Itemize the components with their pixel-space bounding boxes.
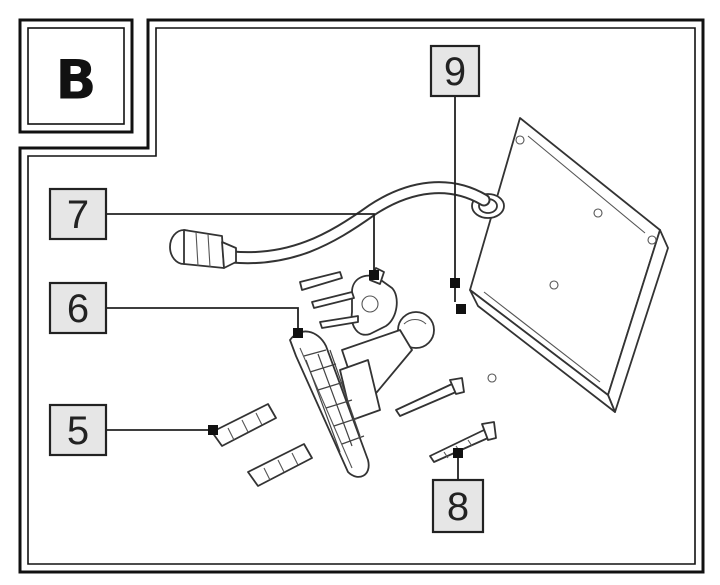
callout-9-number: 9 xyxy=(444,50,466,94)
screw-middle xyxy=(395,377,465,417)
callout-5: 5 xyxy=(48,403,108,457)
wall-plugs xyxy=(211,403,313,487)
wall-screw xyxy=(429,421,497,463)
section-label-text: B xyxy=(55,49,96,112)
leader-5 xyxy=(106,425,218,435)
housing-box xyxy=(469,117,669,413)
mounting-arm xyxy=(339,329,413,421)
callout-8-number: 8 xyxy=(447,485,469,529)
clamp-screws xyxy=(299,271,359,329)
callout-9: 9 xyxy=(429,44,481,98)
callout-7-number: 7 xyxy=(67,193,89,237)
cable xyxy=(225,181,491,265)
leader-7 xyxy=(106,213,379,280)
connector-plug xyxy=(169,229,237,269)
callout-6: 6 xyxy=(48,281,108,335)
leader-8 xyxy=(453,448,463,480)
callout-7: 7 xyxy=(48,187,108,241)
section-label: B xyxy=(18,18,134,134)
leader-9 xyxy=(450,96,466,314)
diagram-frame-inner xyxy=(27,27,696,565)
leader-6 xyxy=(106,307,303,338)
diagram-frame xyxy=(18,18,705,574)
callout-5-number: 5 xyxy=(67,409,89,453)
callout-6-number: 6 xyxy=(67,287,89,331)
callout-8: 8 xyxy=(431,478,485,534)
